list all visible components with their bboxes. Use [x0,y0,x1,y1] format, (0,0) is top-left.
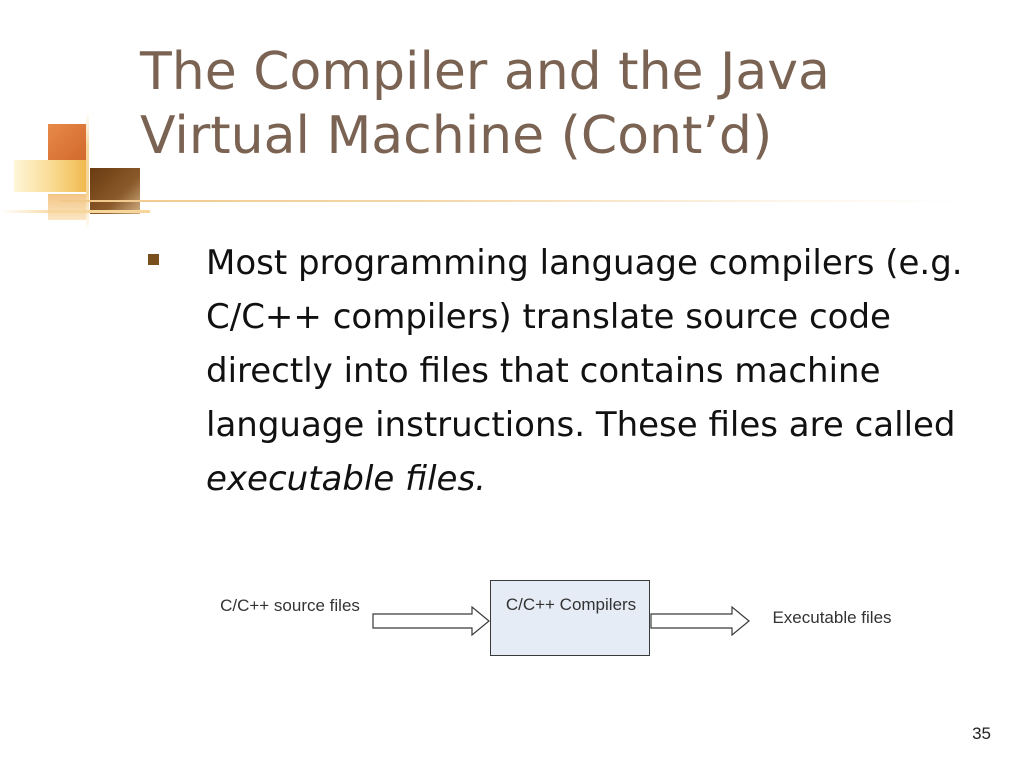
peach-square-decoration [48,194,86,220]
orange-square-decoration [48,124,86,162]
bullet-emphasis-text: executable files. [206,459,486,499]
title-underline-rule [60,200,960,202]
square-bullet-icon [148,254,159,265]
bullet-body-text: Most programming language compilers (e.g… [206,243,963,445]
arrow-right-icon [650,606,750,636]
bullet-text: Most programming language compilers (e.g… [206,236,1006,506]
compiler-box-label: C/C++ Compilers [505,595,637,614]
corner-logo-decoration [0,0,150,240]
compiler-box: C/C++ Compilers [490,580,650,656]
compilation-diagram: C/C++ source files C/C++ Compilers Execu… [200,580,920,670]
horizontal-line-decoration [0,210,150,213]
page-number: 35 [972,724,991,743]
executable-files-label: Executable files [772,608,892,627]
vertical-line-decoration [86,112,89,230]
yellow-gradient-bar-decoration [14,160,88,192]
brown-square-decoration [90,168,140,214]
arrow-right-icon [372,606,490,636]
slide-title: The Compiler and the Java Virtual Machin… [140,42,830,166]
source-files-label: C/C++ source files [220,596,360,615]
